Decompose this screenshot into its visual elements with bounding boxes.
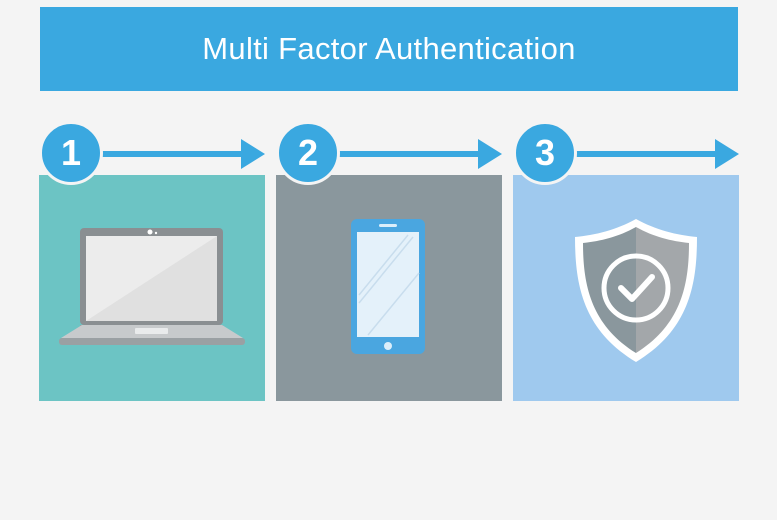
step-1-number-badge: 1 xyxy=(39,121,103,185)
step-3: 3 xyxy=(513,120,739,401)
laptop-icon xyxy=(59,228,245,345)
step-2-arrow-head xyxy=(478,139,502,169)
title-banner: Multi Factor Authentication xyxy=(40,7,738,91)
page-title: Multi Factor Authentication xyxy=(202,31,576,66)
step-2-number-badge: 2 xyxy=(276,121,340,185)
smartphone-icon xyxy=(351,219,425,354)
step-3-number: 3 xyxy=(534,132,556,173)
step-2-number: 2 xyxy=(297,132,319,173)
shield-check-icon xyxy=(575,219,697,362)
step-1: 1 xyxy=(39,120,265,401)
step-3-arrow-head xyxy=(715,139,739,169)
step-1-number: 1 xyxy=(60,132,82,173)
step-3-arrow xyxy=(569,151,729,157)
step-3-number-badge: 3 xyxy=(513,121,577,185)
step-1-arrow xyxy=(95,151,255,157)
step-2: 2 xyxy=(276,120,502,401)
step-2-arrow xyxy=(332,151,492,157)
step-1-arrow-head xyxy=(241,139,265,169)
